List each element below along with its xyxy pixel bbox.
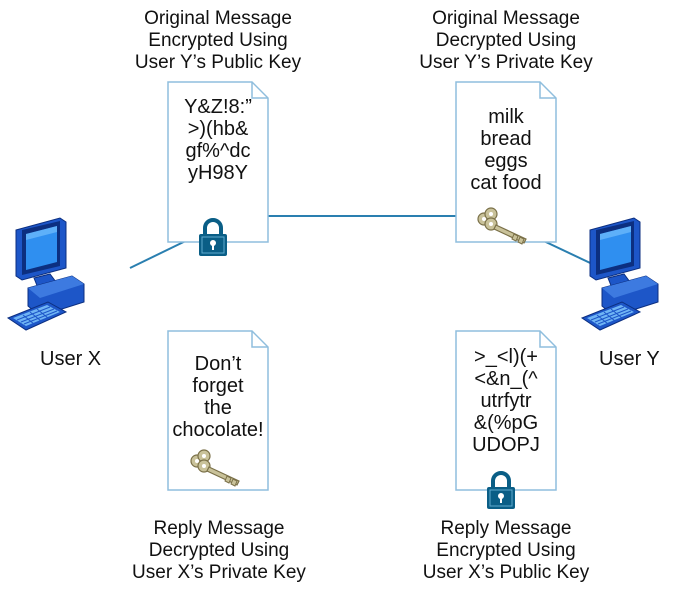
caption-bottom-right: Reply Message Encrypted Using User X’s P… bbox=[404, 518, 608, 584]
document-line: eggs bbox=[484, 150, 528, 172]
document-top-left bbox=[167, 81, 269, 243]
caption-line: Decrypted Using bbox=[435, 30, 577, 51]
document-line: chocolate! bbox=[172, 419, 264, 441]
document-line: the bbox=[204, 397, 232, 419]
document-line: Y&Z!8:” bbox=[184, 96, 252, 118]
user-y-label: User Y bbox=[599, 348, 660, 370]
computer-icon bbox=[581, 217, 659, 331]
document-line: gf%^dc bbox=[185, 140, 251, 162]
document-line: utrfytr bbox=[480, 390, 532, 412]
document-line: &(%pG bbox=[473, 412, 539, 434]
caption-line: Encrypted Using bbox=[436, 540, 576, 561]
document-line: >_<l)(+ bbox=[474, 346, 538, 368]
document-bottom-left-fold bbox=[251, 331, 268, 348]
caption-top-left: Original Message Encrypted Using User Y’… bbox=[118, 8, 318, 74]
caption-top-right: Original Message Decrypted Using User Y’… bbox=[400, 8, 612, 74]
caption-bottom-left: Reply Message Decrypted Using User X’s P… bbox=[116, 518, 322, 584]
document-bottom-left bbox=[167, 330, 269, 491]
document-line: milk bbox=[488, 106, 524, 128]
document-line: forget bbox=[192, 375, 244, 397]
caption-line: Reply Message bbox=[440, 518, 572, 539]
document-bottom-right bbox=[455, 330, 557, 491]
document-line: <&n_(^ bbox=[474, 368, 538, 390]
document-text-top-right: milk bread eggs cat food bbox=[456, 106, 556, 194]
document-text-bottom-left: Don’t forget the chocolate! bbox=[168, 353, 268, 441]
caption-line: User X’s Public Key bbox=[422, 562, 590, 583]
user-x-label: User X bbox=[40, 348, 102, 370]
caption-line: User Y’s Private Key bbox=[419, 52, 593, 73]
document-line: yH98Y bbox=[187, 162, 249, 184]
document-top-left-fold bbox=[251, 82, 268, 99]
caption-line: Reply Message bbox=[153, 518, 285, 539]
caption-line: User Y’s Public Key bbox=[134, 52, 302, 73]
document-text-bottom-right: >_<l)(+ <&n_(^ utrfytr &(%pG UDOPJ bbox=[456, 346, 556, 456]
caption-line: Original Message bbox=[432, 8, 580, 29]
document-top-right-fold bbox=[539, 82, 556, 99]
document-text-top-left: Y&Z!8:” >)(hb& gf%^dc yH98Y bbox=[168, 96, 268, 184]
computer-icon bbox=[7, 217, 85, 331]
caption-line: User X’s Private Key bbox=[132, 562, 306, 583]
document-bottom-right-fold bbox=[539, 331, 556, 348]
document-line: >)(hb& bbox=[187, 118, 249, 140]
document-top-right bbox=[455, 81, 557, 243]
document-line: Don’t bbox=[194, 353, 242, 375]
caption-line: Encrypted Using bbox=[148, 30, 288, 51]
caption-line: Original Message bbox=[144, 8, 292, 29]
document-line: cat food bbox=[470, 172, 542, 194]
document-line: bread bbox=[480, 128, 532, 150]
caption-line: Decrypted Using bbox=[148, 540, 290, 561]
document-line: UDOPJ bbox=[472, 434, 540, 456]
